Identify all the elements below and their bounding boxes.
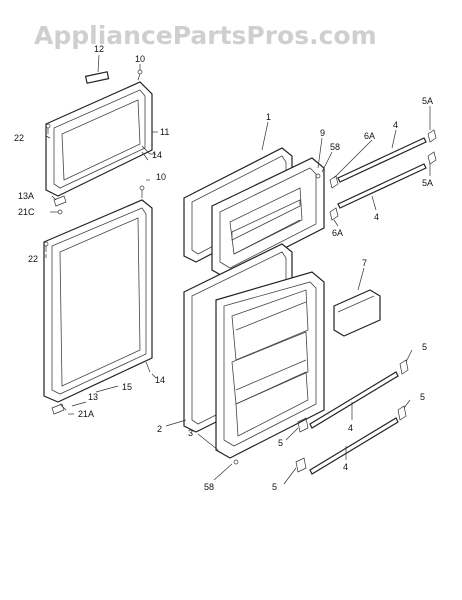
label-4-second: 4 — [374, 212, 379, 222]
label-5-lower-left: 5 — [272, 482, 277, 492]
part-4-freezer-handle-lower — [329, 151, 437, 221]
label-3: 3 — [188, 428, 193, 438]
label-6a-bottom: 6A — [332, 228, 343, 238]
label-22-mid: 22 — [28, 254, 38, 264]
label-4-fourth: 4 — [343, 462, 348, 472]
part-9-freezer-door — [211, 157, 325, 279]
part-13a-21c-hardware — [53, 195, 67, 215]
label-1: 1 — [266, 112, 271, 122]
label-5-upper-left: 5 — [278, 438, 283, 448]
label-14-top: 14 — [152, 150, 162, 160]
label-10-top: 10 — [135, 54, 145, 64]
label-15: 15 — [122, 382, 132, 392]
label-13a: 13A — [18, 191, 34, 201]
label-21a: 21A — [78, 409, 94, 419]
part-3-fresh-food-door — [215, 271, 325, 465]
label-11: 11 — [160, 127, 169, 137]
label-5a-right: 5A — [422, 178, 433, 188]
label-9: 9 — [320, 128, 325, 138]
label-58-top: 58 — [330, 142, 340, 152]
part-7-dairy-door — [333, 289, 381, 337]
label-2: 2 — [157, 424, 162, 434]
label-6a-top: 6A — [364, 131, 375, 141]
label-21c: 21C — [18, 207, 35, 217]
label-10-mid: 10 — [156, 172, 166, 182]
label-12: 12 — [94, 44, 104, 54]
watermark-text: AppliancePartsPros.com — [34, 21, 377, 50]
label-5-lower-right: 5 — [420, 392, 425, 402]
part-4-fresh-food-handle-upper — [297, 359, 409, 433]
label-4-third: 4 — [348, 423, 353, 433]
label-4-top: 4 — [393, 120, 398, 130]
part-4-fresh-food-handle-lower — [295, 405, 407, 475]
label-7: 7 — [362, 258, 367, 268]
leader-lines — [45, 54, 431, 485]
part-4-freezer-handle-upper — [329, 129, 437, 189]
callout-labels: 12 10 22 11 14 13A 21C 10 22 14 13 15 21… — [14, 44, 433, 492]
label-14-mid: 14 — [155, 375, 165, 385]
label-5a-top: 5A — [422, 96, 433, 106]
part-11-freezer-frame — [45, 69, 153, 197]
part-15-fresh-food-frame — [43, 185, 153, 415]
label-5-upper-right: 5 — [422, 342, 427, 352]
part-12-plate — [84, 71, 110, 84]
label-13: 13 — [88, 392, 98, 402]
label-58-bottom: 58 — [204, 482, 214, 492]
label-22-top: 22 — [14, 133, 24, 143]
